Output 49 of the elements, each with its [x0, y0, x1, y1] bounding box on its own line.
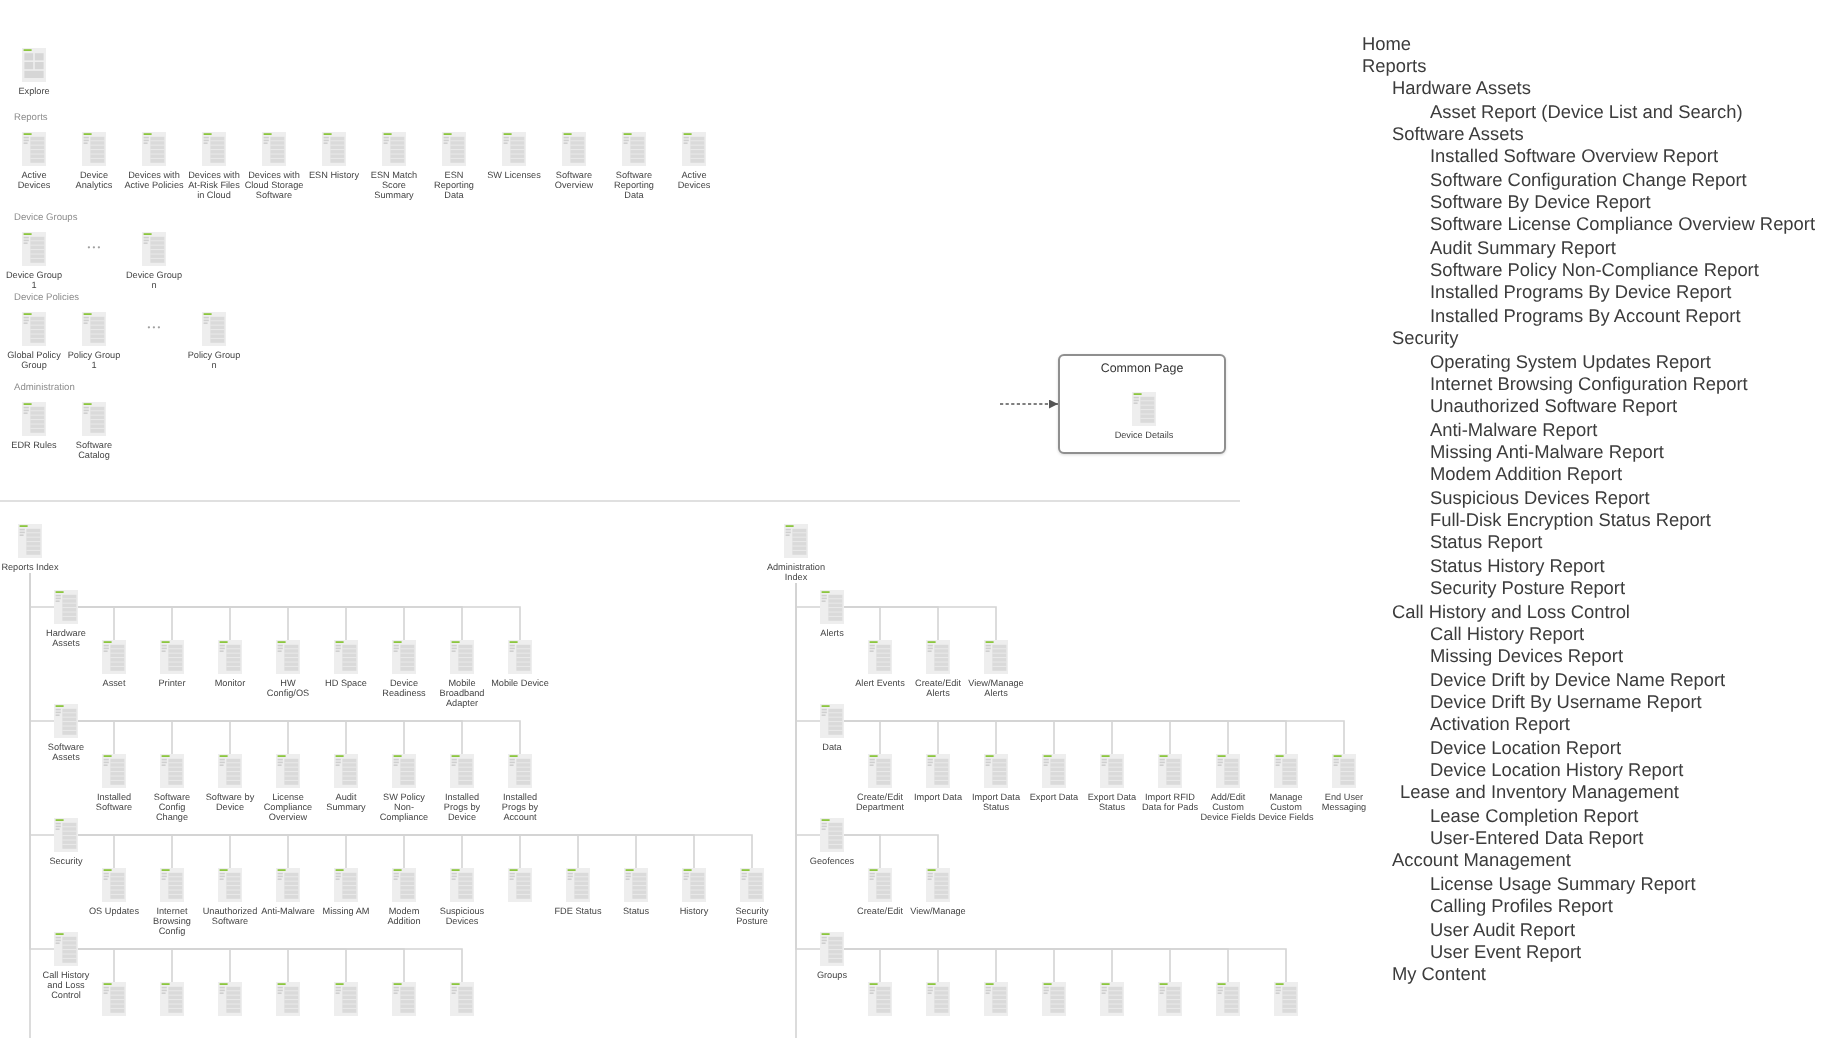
connector-line: [77, 948, 463, 983]
sitemap-item: Device Location Report: [1430, 737, 1621, 760]
sitemap-item: Unauthorized Software Report: [1430, 396, 1678, 419]
connector-line: [29, 572, 31, 1038]
sitemap-item: Account Management: [1392, 850, 1571, 873]
sitemap-item: Internet Browsing Configuration Report: [1430, 373, 1748, 396]
sitemap-item: User Audit Report: [1430, 919, 1576, 942]
sitemap-item: Operating System Updates Report: [1430, 351, 1711, 374]
arrow: [999, 399, 1059, 409]
sitemap-item: Installed Software Overview Report: [1430, 146, 1718, 169]
sitemap-item: Audit Summary Report: [1430, 237, 1616, 260]
sitemap-item: Installed Programs By Device Report: [1430, 282, 1732, 305]
sitemap-item: Security Posture Report: [1430, 578, 1626, 601]
sitemap-item: Anti-Malware Report: [1430, 419, 1598, 442]
sitemap-item: User Event Report: [1430, 941, 1582, 964]
sitemap-item: My Content: [1392, 964, 1486, 987]
sitemap-item: Suspicious Devices Report: [1430, 487, 1650, 510]
sitemap-item: Device Location History Report: [1430, 760, 1684, 783]
sitemap-item: Lease Completion Report: [1430, 805, 1639, 828]
sitemap-item: Call History Report: [1430, 623, 1585, 646]
sitemap-item: Lease and Inventory Management: [1400, 782, 1679, 805]
connector-line: [843, 606, 997, 641]
sitemap-item: Status History Report: [1430, 555, 1605, 578]
sitemap-item: Device Drift by Device Name Report: [1430, 669, 1726, 692]
sitemap-item: Status Report: [1430, 532, 1543, 555]
sitemap-item: Software License Compliance Overview Report: [1430, 214, 1816, 237]
sitemap-item: Home: [1362, 33, 1412, 55]
sitemap-item: Software By Device Report: [1430, 192, 1651, 215]
sitemap-item: Missing Devices Report: [1430, 646, 1624, 669]
sitemap-item: Software Assets: [1392, 123, 1524, 146]
sitemap-item: Missing Anti-Malware Report: [1430, 441, 1664, 464]
sitemap-item: Asset Report (Device List and Search): [1430, 101, 1743, 124]
sitemap-item: Modem Addition Report: [1430, 464, 1623, 487]
sitemap-item: License Usage Summary Report: [1430, 873, 1696, 896]
sitemap-item: Software Configuration Change Report: [1430, 169, 1747, 192]
sitemap-item: Device Drift By Username Report: [1430, 691, 1702, 714]
sitemap-item: Calling Profiles Report: [1430, 896, 1613, 919]
sitemap-item: Reports: [1362, 55, 1427, 78]
connector-line: [843, 834, 939, 869]
sitemap-item: User-Entered Data Report: [1430, 828, 1644, 851]
sitemap-item: Activation Report: [1430, 714, 1570, 737]
sitemap-item: Full-Disk Encryption Status Report: [1430, 510, 1711, 533]
group-box: [1058, 354, 1226, 454]
sitemap-item: Software Policy Non-Compliance Report: [1430, 260, 1759, 283]
sitemap-item: Security: [1392, 328, 1459, 351]
sitemap-item: Call History and Loss Control: [1392, 601, 1630, 623]
sitemap-item: Installed Programs By Account Report: [1430, 305, 1741, 328]
connector-line: [795, 582, 797, 1038]
sitemap-item: Hardware Assets: [1392, 78, 1531, 101]
